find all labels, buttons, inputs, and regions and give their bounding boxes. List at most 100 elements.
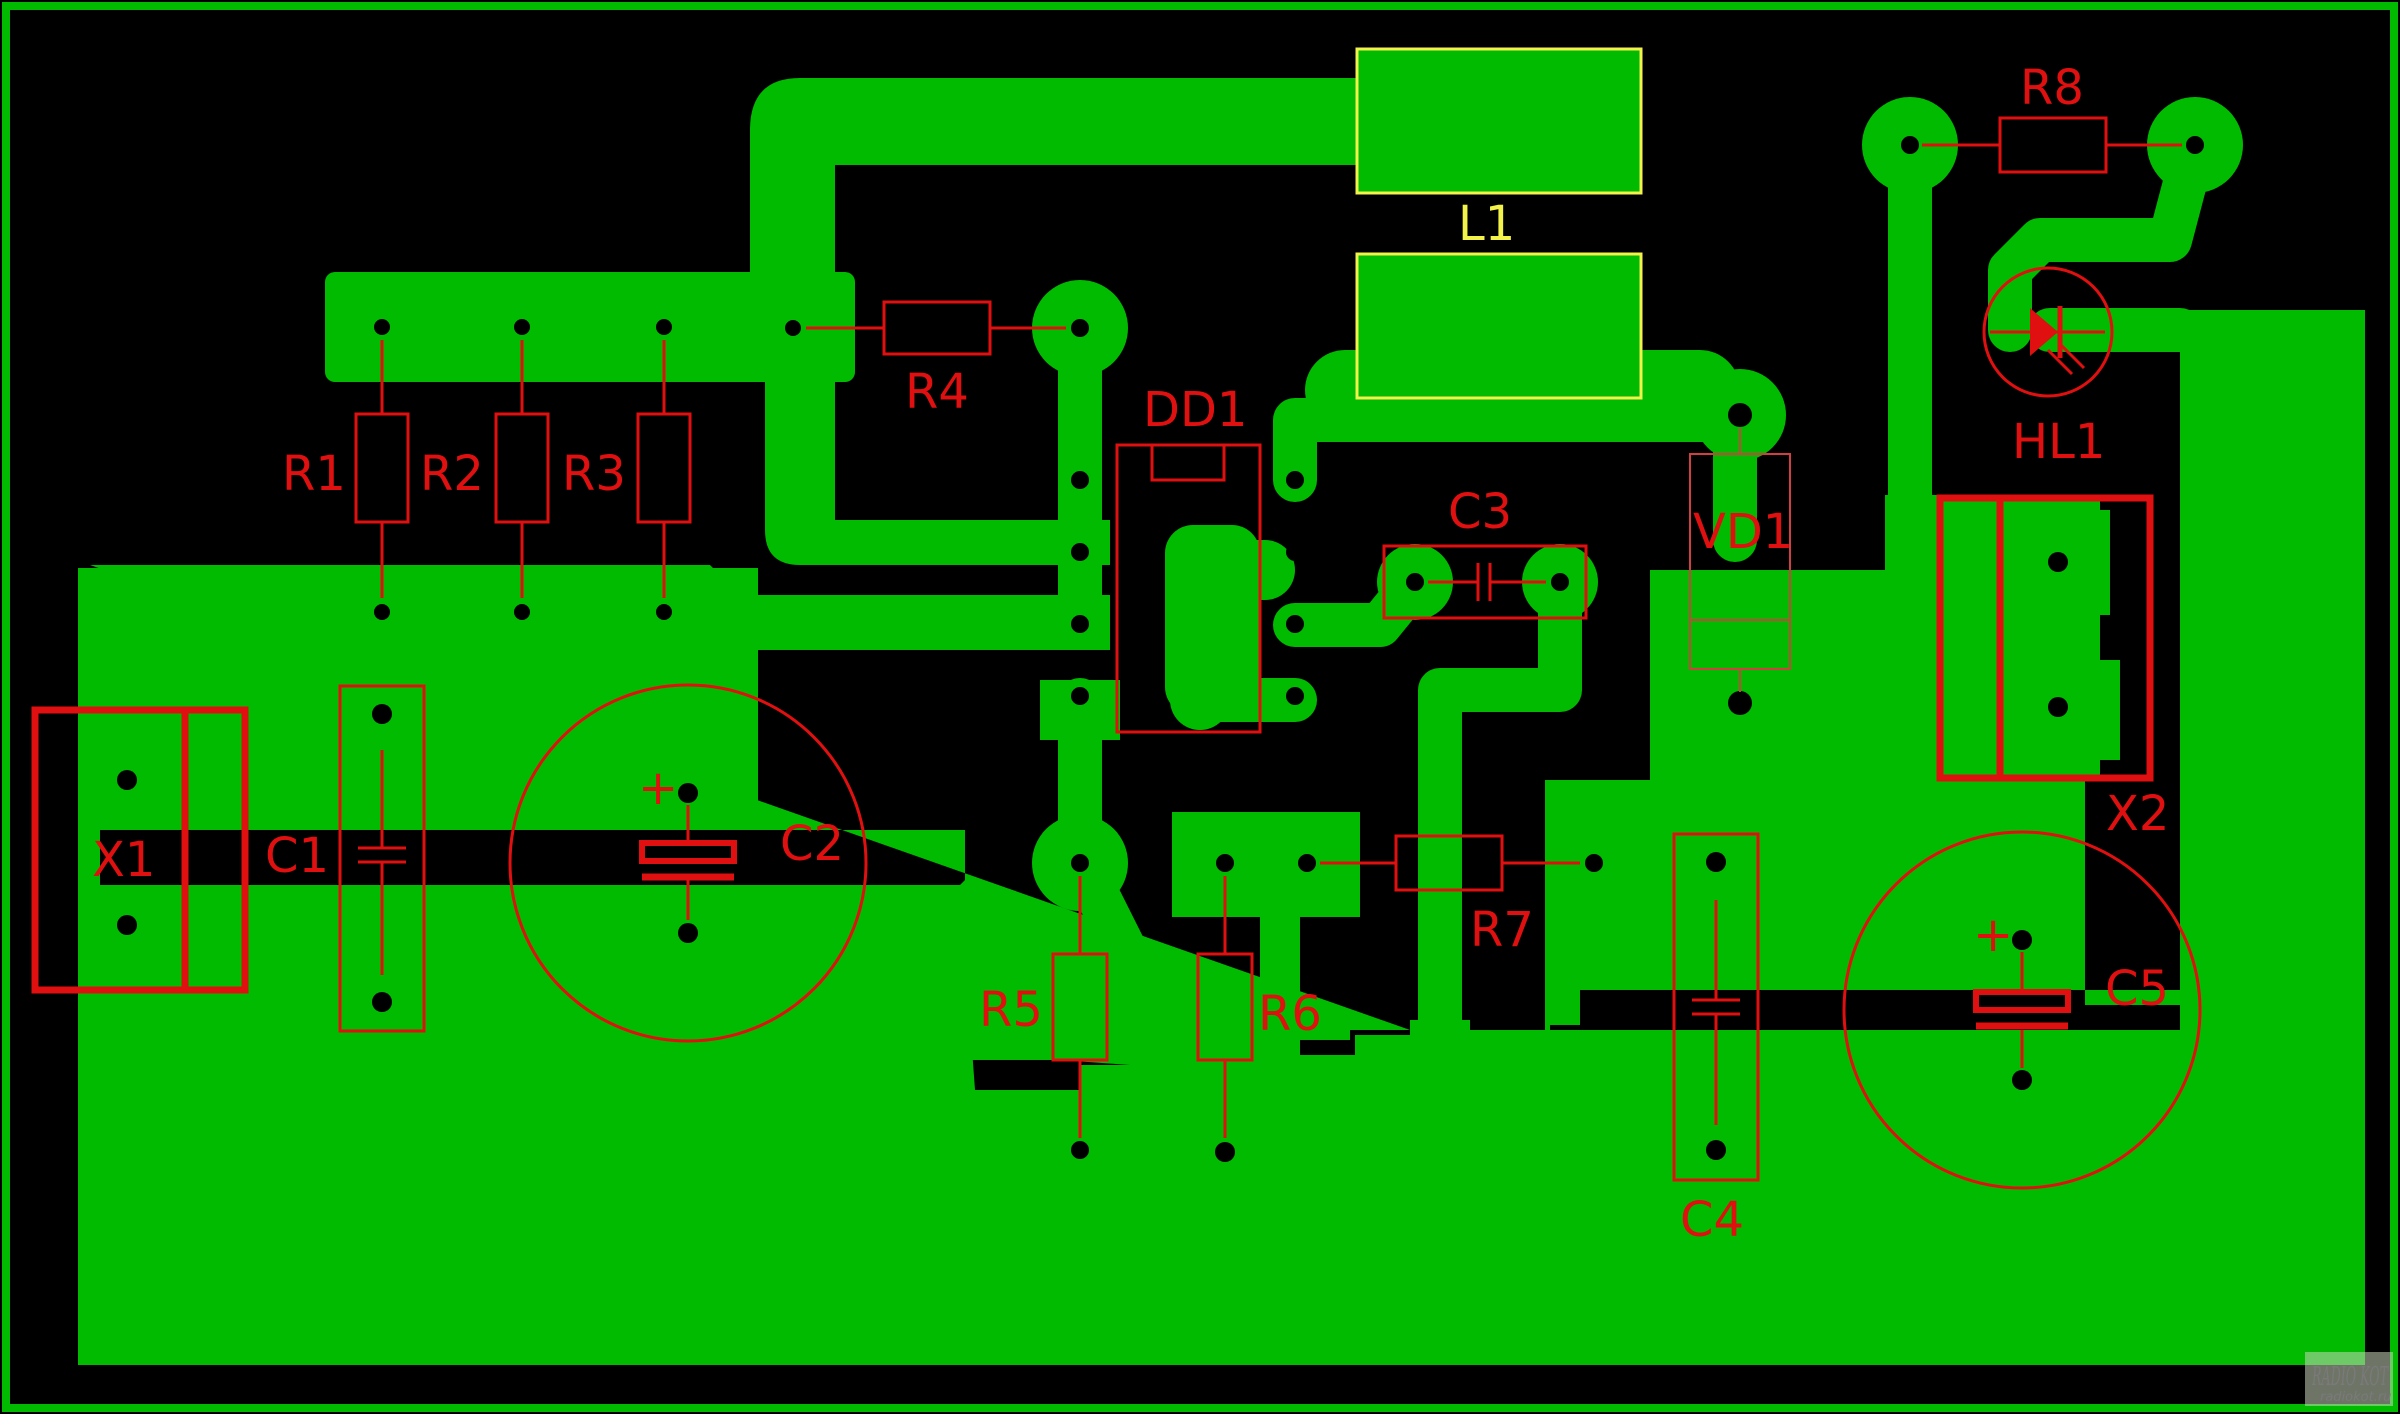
drill-r7-left	[1298, 854, 1316, 872]
pour-x1-top	[78, 568, 758, 830]
label-c3: C3	[1448, 484, 1512, 540]
drill-r2-bottom	[514, 604, 530, 620]
resistor-r4	[806, 300, 1066, 356]
label-r2: R2	[420, 446, 484, 502]
resistor-r5	[1051, 876, 1109, 1138]
label-vd1: VD1	[1693, 504, 1793, 560]
drill-vd1-top	[1728, 403, 1752, 427]
pad-dd1-loop-block	[1165, 525, 1260, 715]
drill-holes	[117, 136, 2204, 1162]
drill-dd1-8	[1286, 471, 1304, 489]
drill-c2-plus	[678, 783, 698, 803]
drill-x2-bottom	[2048, 697, 2068, 717]
label-x2: X2	[2106, 786, 2169, 842]
led-hl1	[1982, 266, 2114, 398]
drill-r3-top	[656, 319, 672, 335]
label-r6: R6	[1258, 986, 1322, 1042]
drill-dd1-2	[1071, 543, 1089, 561]
label-hl1: HL1	[2012, 414, 2105, 470]
resistor-r2	[494, 340, 550, 598]
drill-r4-right	[1071, 319, 1089, 337]
trace-l1-top	[750, 78, 1360, 565]
label-r4: R4	[905, 364, 969, 420]
drill-r1-bottom	[374, 604, 390, 620]
resistor-r7	[1320, 834, 1580, 892]
label-c2-plus: +	[638, 760, 678, 816]
pour-mid-lower	[975, 1090, 1135, 1365]
capacitor-c5	[1842, 830, 2202, 1190]
ground-pour-main	[90, 565, 1720, 1240]
label-r5: R5	[979, 982, 1043, 1038]
label-l1: L1	[1458, 196, 1515, 252]
drill-c3-left	[1406, 573, 1424, 591]
drill-r6-top	[1216, 854, 1234, 872]
label-c5-plus: +	[1973, 907, 2013, 963]
trace-c3-right	[1418, 560, 1582, 1052]
drill-r5-top	[1071, 854, 1089, 872]
label-r1: R1	[282, 446, 346, 502]
label-r8: R8	[2020, 60, 2084, 116]
drill-c2-minus	[678, 923, 698, 943]
pad-vd1-block	[1650, 570, 1795, 780]
drill-r2-top	[514, 319, 530, 335]
drill-r8-left	[1901, 136, 1919, 154]
drill-c1-bottom	[372, 992, 392, 1012]
pad-r7-block	[1545, 780, 1685, 990]
label-r7: R7	[1470, 902, 1534, 958]
drill-c5-minus	[2012, 1070, 2032, 1090]
drill-dd1-6	[1286, 615, 1304, 633]
drill-x1-top	[117, 770, 137, 790]
drill-r7-right	[1585, 854, 1603, 872]
drill-dd1-7	[1286, 543, 1304, 561]
label-c1: C1	[265, 828, 329, 884]
watermark-box	[2305, 1352, 2393, 1406]
label-x1: X1	[92, 832, 155, 888]
drill-dd1-3	[1071, 615, 1089, 633]
drill-x2-top	[2048, 552, 2068, 572]
silkscreen-layer	[31, 116, 2202, 1190]
ic-dd1	[1115, 443, 1262, 734]
l1-pad-top	[1355, 47, 1643, 195]
label-c2: C2	[780, 816, 844, 872]
drill-c4-top	[1706, 852, 1726, 872]
ground-pour-right	[1130, 310, 2365, 1365]
drill-r6-bottom	[1215, 1142, 1235, 1162]
label-dd1: DD1	[1143, 382, 1247, 438]
drill-vd1-bottom	[1728, 691, 1752, 715]
drill-r1-top	[374, 319, 390, 335]
resistor-r8	[1922, 116, 2182, 174]
l1-pads	[1355, 47, 1643, 400]
l1-pad-bottom	[1355, 252, 1643, 400]
pour-x1-bottom	[78, 885, 968, 1365]
drill-x1-bottom	[117, 915, 137, 935]
capacitor-c2	[508, 683, 868, 1043]
drill-r3-bottom	[656, 604, 672, 620]
capacitor-c4	[1672, 832, 1760, 1182]
capacitor-c3	[1382, 544, 1588, 620]
label-c5: C5	[2105, 961, 2169, 1017]
resistor-r1	[354, 340, 410, 598]
watermark-sub: radiokot.ru	[2320, 1390, 2391, 1405]
trace-r8-hl1	[1988, 123, 2217, 352]
drill-dd1-1	[1071, 471, 1089, 489]
resistor-r6	[1196, 876, 1254, 1138]
connector-x2	[1936, 494, 2154, 782]
trace-r5-r6	[1058, 838, 1247, 1172]
reference-labels: R1 R2 R3 R4 DD1 L1 C3 VD1 R8 HL1 X2 X1 C…	[92, 60, 2169, 1248]
connector-x1	[31, 706, 249, 994]
pour-top-left-bar	[325, 272, 855, 382]
drill-r5-bottom	[1071, 1141, 1089, 1159]
drill-r4-left	[785, 320, 801, 336]
watermark: RADIO KOT radiokot.ru	[2305, 1352, 2393, 1406]
drill-c4-bottom	[1706, 1140, 1726, 1160]
drill-dd1-4	[1071, 687, 1089, 705]
watermark-text: RADIO KOT	[2312, 1362, 2389, 1392]
diode-vd1	[1689, 428, 1791, 692]
drill-c1-top	[372, 704, 392, 724]
resistor-r3	[636, 340, 692, 598]
drill-c3-right	[1551, 573, 1569, 591]
label-c4: C4	[1680, 1192, 1744, 1248]
drill-dd1-5	[1286, 687, 1304, 705]
